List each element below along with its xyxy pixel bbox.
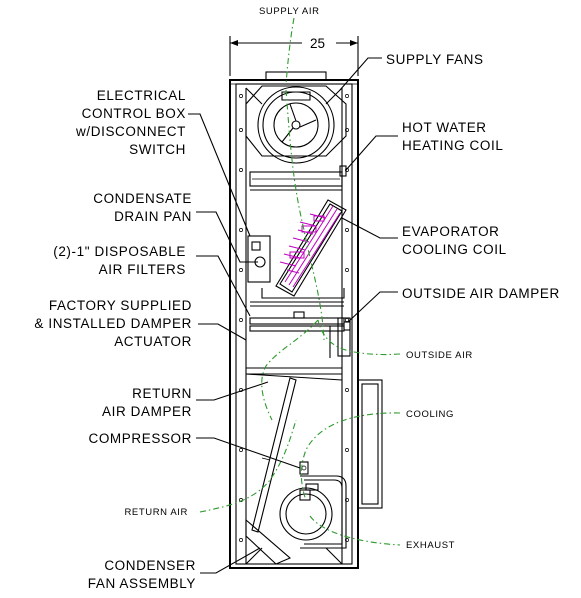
condensate-drain-pan <box>250 288 345 307</box>
return-damper-label-1: RETURN <box>132 386 192 401</box>
supply-air-label: SUPPLY AIR <box>259 6 320 17</box>
cabinet <box>229 71 359 569</box>
factory-label-3: ACTUATOR <box>114 334 192 349</box>
condensate-label-2: DRAIN PAN <box>114 209 192 224</box>
electrical-box-label-2: CONTROL BOX <box>82 106 186 121</box>
evaporator-label-2: COOLING COIL <box>402 242 507 257</box>
side-duct <box>357 379 383 509</box>
evaporator-coil <box>275 199 347 297</box>
width-value: 25 <box>310 36 325 51</box>
airflow-paths <box>199 17 401 546</box>
condenser-fan-assembly <box>245 475 347 565</box>
supply-fans-label: SUPPLY FANS <box>386 52 484 67</box>
return-damper-label-2: AIR DAMPER <box>102 404 192 419</box>
outside-air-path <box>317 319 401 356</box>
cooling-label: COOLING <box>406 409 454 420</box>
hot-water-label-1: HOT WATER <box>402 120 487 135</box>
compressor-label: COMPRESSOR <box>88 431 192 446</box>
condensate-label-1: CONDENSATE <box>93 191 192 206</box>
labels: SUPPLY AIR 25 SUPPLY FANS ELECTRICAL CON… <box>34 6 559 591</box>
leader-lines <box>188 57 398 574</box>
electrical-box-label-1: ELECTRICAL <box>97 88 186 103</box>
electrical-box-label-3: w/DISCONNECT <box>75 124 186 139</box>
filters-label-1: (2)-1" DISPOSABLE <box>53 244 186 259</box>
outside-damper-label: OUTSIDE AIR DAMPER <box>402 286 560 301</box>
exhaust-path <box>309 515 401 546</box>
cooling-path <box>300 412 401 501</box>
supply-air-path <box>285 17 295 85</box>
exhaust-label: EXHAUST <box>406 540 455 551</box>
return-air-damper <box>245 367 343 533</box>
hot-water-coil <box>249 165 347 191</box>
factory-label-1: FACTORY SUPPLIED <box>49 298 192 313</box>
evaporator-label-1: EVAPORATOR <box>402 224 500 239</box>
electrical-control-box <box>247 235 271 283</box>
outside-air-label: OUTSIDE AIR <box>406 350 473 361</box>
hot-water-label-2: HEATING COIL <box>402 138 503 153</box>
supply-fan <box>245 85 347 164</box>
width-dimension <box>229 36 359 76</box>
filters-label-2: AIR FILTERS <box>99 262 186 277</box>
condenser-label-1: CONDENSER <box>104 558 196 573</box>
condenser-label-2: FAN ASSEMBLY <box>88 576 196 591</box>
return-air-path <box>199 419 297 513</box>
electrical-box-label-4: SWITCH <box>129 142 186 157</box>
mounting-holes <box>239 94 349 542</box>
factory-label-2: & INSTALLED DAMPER <box>34 316 192 331</box>
return-air-label: RETURN AIR <box>124 507 188 518</box>
